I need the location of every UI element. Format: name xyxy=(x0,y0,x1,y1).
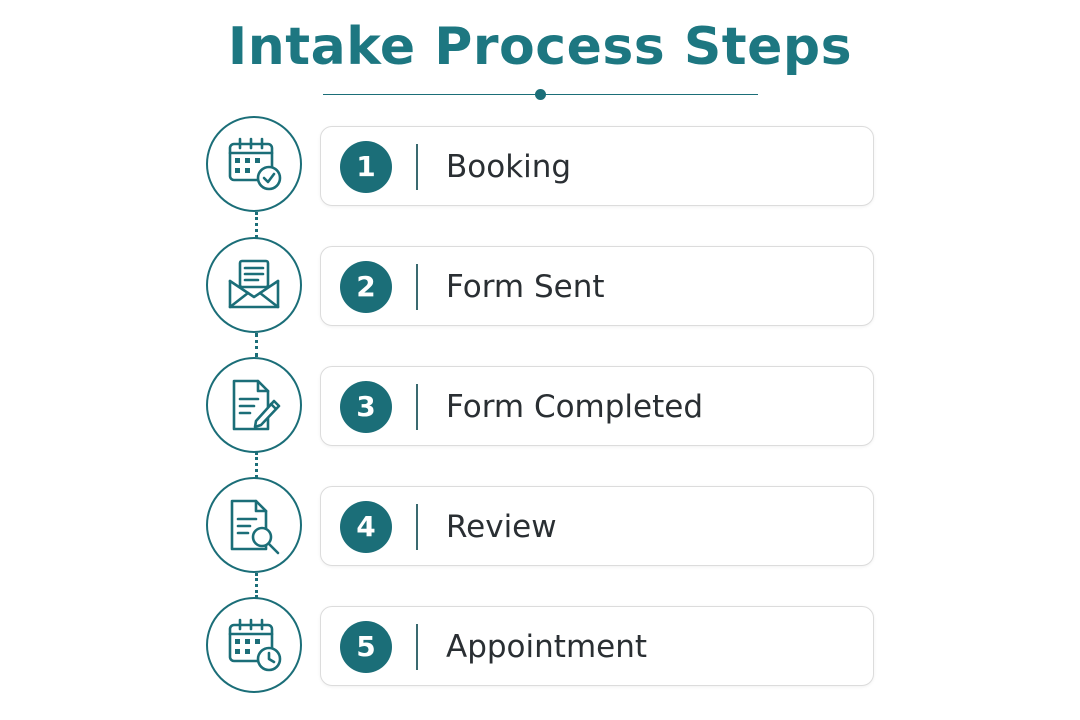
step-5-number-badge: 5 xyxy=(340,621,392,673)
step-4-label: Review xyxy=(446,509,557,545)
connector-2-3 xyxy=(255,333,258,357)
envelope-document-icon xyxy=(228,259,280,309)
step-5-divider xyxy=(416,624,418,670)
step-5-label: Appointment xyxy=(446,629,648,665)
step-2-label: Form Sent xyxy=(446,269,605,305)
step-3-number-badge: 3 xyxy=(340,381,392,433)
step-2-icon-circle xyxy=(206,237,302,333)
step-4-icon-circle xyxy=(206,477,302,573)
step-1-number-badge: 1 xyxy=(340,141,392,193)
calendar-check-icon xyxy=(228,137,282,191)
step-4-number-badge: 4 xyxy=(340,501,392,553)
step-2-number-badge: 2 xyxy=(340,261,392,313)
step-3-card: 3 Form Completed xyxy=(320,366,874,446)
step-2-card: 2 Form Sent xyxy=(320,246,874,326)
step-1-label: Booking xyxy=(446,149,572,185)
document-magnifier-icon xyxy=(230,499,280,555)
document-pencil-icon xyxy=(232,379,281,431)
step-4-divider xyxy=(416,504,418,550)
diagram-title: Intake Process Steps xyxy=(227,17,853,77)
connector-3-4 xyxy=(255,452,258,478)
step-1-divider xyxy=(416,144,418,190)
step-2-divider xyxy=(416,264,418,310)
title-underline-dot xyxy=(535,89,546,100)
step-1-icon-circle xyxy=(206,116,302,212)
step-3-label: Form Completed xyxy=(446,389,704,425)
step-1-card: 1 Booking xyxy=(320,126,874,206)
step-3-divider xyxy=(416,384,418,430)
connector-4-5 xyxy=(255,573,258,598)
connector-1-2 xyxy=(255,212,258,238)
calendar-clock-icon xyxy=(228,618,282,672)
step-3-icon-circle xyxy=(206,357,302,453)
step-5-icon-circle xyxy=(206,597,302,693)
step-4-card: 4 Review xyxy=(320,486,874,566)
step-5-card: 5 Appointment xyxy=(320,606,874,686)
